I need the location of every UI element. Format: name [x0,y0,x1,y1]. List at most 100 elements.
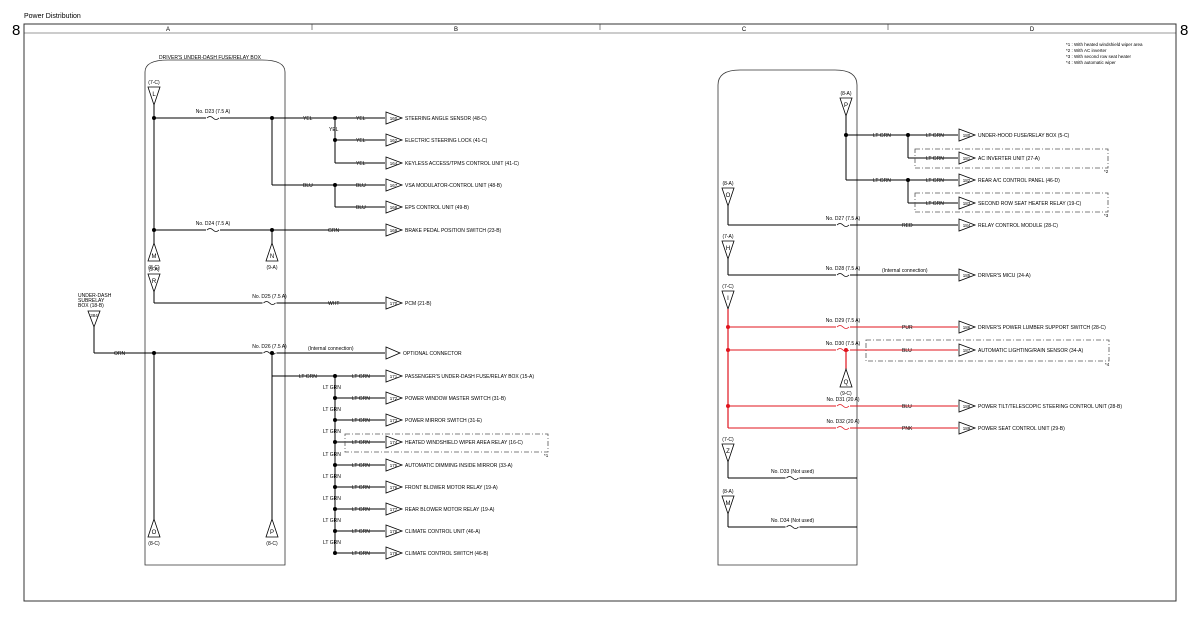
option-box [344,433,549,453]
wire-color: YEL [356,138,366,144]
connector-arrow [958,320,977,334]
connector-number: 183 [963,201,971,206]
option-mark: *1 [544,453,549,458]
fuse-symbol [786,525,799,529]
connector-number: 188 [963,404,971,409]
fuse-symbol [263,351,276,355]
connector-letter: O [152,530,157,536]
connector-arrow [385,502,404,516]
connector-arrow [385,391,404,405]
option-box [914,192,1109,213]
wire-color: LT GRN [352,507,370,513]
connector-triangle [147,241,161,262]
connector-letter: H [726,246,730,252]
destination-label: STEERING ANGLE SENSOR (48-C) [405,116,487,122]
destination-label: POWER MIRROR SWITCH (31-E) [405,418,482,424]
wire-color: GRN [328,228,340,234]
connector-triangle [147,273,161,294]
note-text: *4 : With automatic wiper [1066,60,1116,65]
connector-letter: R [152,279,157,285]
destination-label: CLIMATE CONTROL SWITCH (46-B) [405,551,489,557]
wire-color: LT GRN [352,529,370,535]
connector-arrow [958,343,977,357]
column-letter: B [454,27,458,33]
fuse-symbol [836,426,850,430]
wire-color: RED [902,223,913,229]
destination-label: POWER TILT/TELESCOPIC STEERING CONTROL U… [978,404,1122,410]
wire-color: LT GRN [352,418,370,424]
wire-color: LT GRN [352,396,370,402]
fuse-symbol [263,301,276,305]
connector-number: 169 [390,228,398,233]
connector-number: 164 [390,161,398,166]
wire-color: YEL [329,127,339,133]
connector-number: 173 [390,418,398,423]
fuse-label: No. D23 (7.5 A) [196,109,231,115]
wire-color: LT GRN [926,178,944,184]
fuse-symbol [786,476,799,480]
connector-number: 177 [390,507,398,512]
fuse-label: No. D31 (20 A) [826,397,859,403]
connector-letter: N [270,254,274,260]
connector-letter: O [726,193,731,199]
wire-color: LT GRN [299,374,317,380]
connector-number: 160 [390,116,398,121]
connector-letter: M [152,254,157,260]
connector-triangle [265,241,279,262]
connector-triangle [721,290,735,311]
connector-number: 186 [963,325,971,330]
column-letter: A [166,27,170,33]
fuse-label: No. D26 (7.5 A) [252,344,287,350]
connector-number: 179 [390,551,398,556]
fuse-label: No. D25 (7.5 A) [252,294,287,300]
subrelay-label: UNDER-DASH [78,293,112,299]
wire-color: LT GRN [352,463,370,469]
wire-color: LT GRN [323,385,341,391]
destination-label: OPTIONAL CONNECTOR [403,351,462,357]
subrelay-label: SUBRELAY [78,298,105,304]
connector-location: (8-C) [266,541,278,547]
destination-label: SECOND ROW SEAT HEATER RELAY (19-C) [978,201,1082,207]
wire-color: LT GRN [323,407,341,413]
destination-label: DRIVER'S MICU (24-A) [978,273,1031,279]
fuse-box-label: DRIVER'S UNDER-DASH FUSE/RELAY BOX [159,55,262,61]
fuse-label: No. D32 (20 A) [826,419,859,425]
wire-color: YEL [303,116,313,122]
connector-location: (8-A) [722,181,733,187]
page-number-right: 8 [1180,22,1189,39]
wire-color: WHT [328,301,339,307]
destination-label: HEATED WINDSHIELD WIPER AREA RELAY (16-C… [405,440,523,446]
connector-number: 185 [963,273,971,278]
destination-label: EPS CONTROL UNIT (49-B) [405,205,469,211]
destination-label: AC INVERTER UNIT (27-A) [978,156,1040,162]
fuse-label: No. D30 (7.5 A) [826,341,861,347]
wire-color: LT GRN [323,540,341,546]
connector-location: (9-C) [840,391,852,397]
connector-number: 184 [963,223,971,228]
connector-arrow [958,196,977,210]
connector-number: 172 [390,396,398,401]
wire-color: LT GRN [352,374,370,380]
destination-label: REAR BLOWER MOTOR RELAY (19-A) [405,507,495,513]
wire-color: LT GRN [926,201,944,207]
connector-arrow [385,524,404,538]
connector-location: (8-C) [148,265,160,271]
wire-color: LT GRN [323,452,341,458]
wire-color: BLU [356,205,366,211]
fuse-symbol [206,228,220,232]
connector-arrow [958,268,977,282]
wire-color: LT GRN [873,133,891,139]
wire-color: LT GRN [873,178,891,184]
connector-number: 171 [390,374,398,379]
connector-arrow [385,369,404,383]
connector-letter: P [844,103,848,109]
wire-color: BLU [356,183,366,189]
connector-number: 167 [390,183,398,188]
column-letter: C [742,27,747,33]
connector-number: 174 [390,440,398,445]
wire-color: LT GRN [323,496,341,502]
destination-label: CLIMATE CONTROL UNIT (46-A) [405,529,481,535]
fuse-symbol [836,404,850,408]
wire-color: BLU [902,348,912,354]
wire-color: PUR [902,325,913,331]
